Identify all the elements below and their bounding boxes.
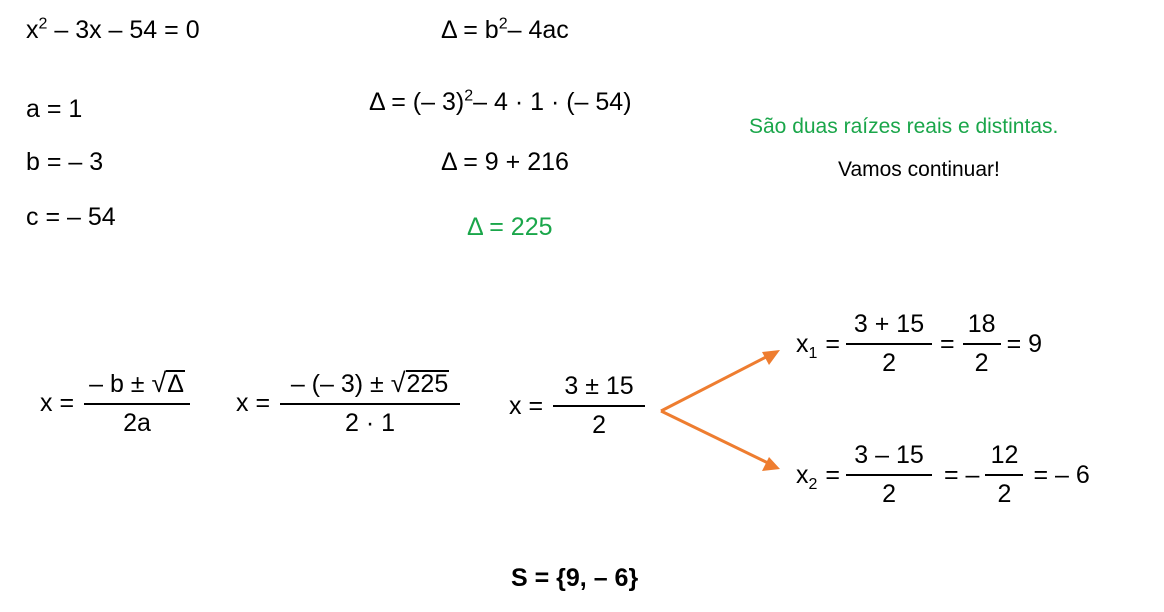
x1-fraction-1: 3 + 15 2 [846, 310, 933, 376]
eq-exponent: 2 [38, 15, 48, 33]
x2-den1: 2 [846, 474, 933, 507]
step1-fraction: – b ± √Δ 2a [84, 370, 191, 436]
step1-lhs: x = [40, 388, 75, 417]
solution-set: S = {9, – 6} [511, 564, 639, 592]
step2-fraction: – (– 3) ± √225 2 · 1 [280, 370, 461, 436]
x2-var-letter: x [796, 460, 809, 489]
note-continue: Vamos continuar! [838, 158, 1000, 181]
arrow-to-x2-head [762, 457, 780, 471]
sqrt-symbol: √225 [390, 368, 450, 398]
delta-sum: Δ = 9 + 216 [441, 148, 569, 176]
step2-numerator: – (– 3) ± √225 [287, 370, 453, 403]
x2-fraction-2: 12 2 [985, 441, 1024, 507]
delta-result: Δ = 225 [467, 213, 553, 241]
step2-lhs: x = [236, 388, 271, 417]
eq-rest: – 3x – 54 = 0 [47, 16, 200, 44]
note-real-roots: São duas raízes reais e distintas. [749, 115, 1059, 138]
quadratic-equation: x2 – 3x – 54 = 0 [26, 15, 200, 44]
arrow-to-x2 [660, 409, 769, 465]
x1-den1: 2 [846, 343, 933, 376]
step1-denominator: 2a [84, 403, 191, 436]
delta-formula: Δ = b2– 4ac [441, 15, 569, 44]
bhaskara-step-1: x = – b ± √Δ 2a [40, 370, 191, 436]
coef-c: c = – 54 [26, 203, 116, 231]
x2-subscript: 2 [808, 475, 818, 493]
x2-eq1: = [825, 460, 841, 489]
coef-a: a = 1 [26, 95, 83, 123]
delta-subst-start: Δ = (– 3) [369, 88, 465, 116]
x1-num2: 18 [967, 310, 996, 338]
step1-radicand: Δ [166, 370, 185, 398]
x2-fraction-1: 3 – 15 2 [846, 441, 933, 507]
coef-b: b = – 3 [26, 148, 104, 176]
step3-numerator: 3 ± 15 [564, 372, 634, 400]
x1-result: = 9 [1006, 329, 1043, 358]
step3-lhs: x = [509, 391, 544, 420]
x1-var: x1 [796, 329, 817, 361]
step3-fraction: 3 ± 15 2 [553, 372, 646, 438]
root-x1: x1 = 3 + 15 2 = 18 2 = 9 [796, 312, 1042, 376]
arrow-to-x1 [660, 354, 769, 413]
x1-var-letter: x [796, 329, 809, 358]
x1-subscript: 1 [808, 344, 818, 362]
step1-numerator: – b ± √Δ [85, 370, 189, 403]
x2-num1: 3 – 15 [854, 441, 924, 469]
step2-radicand: 225 [405, 370, 450, 398]
eq-base: x [26, 16, 39, 44]
bhaskara-step-2: x = – (– 3) ± √225 2 · 1 [236, 370, 461, 436]
x1-eq2: = [940, 329, 955, 358]
x1-num1: 3 + 15 [853, 310, 925, 338]
step3-denominator: 2 [553, 405, 646, 438]
delta-formula-start: Δ = b [441, 16, 499, 44]
delta-formula-end: – 4ac [507, 16, 569, 44]
x1-eq1: = [825, 329, 841, 358]
x2-den2: 2 [985, 474, 1024, 507]
sqrt-symbol: √Δ [151, 368, 185, 398]
arrow-to-x1-head [762, 350, 780, 365]
delta-formula-exp: 2 [498, 15, 508, 33]
x2-result: = – 6 [1033, 460, 1090, 489]
delta-subst-end: – 4 · 1 · (– 54) [473, 88, 632, 116]
x1-den2: 2 [962, 343, 1001, 376]
step2-denominator: 2 · 1 [280, 403, 461, 436]
delta-substitution: Δ = (– 3)2– 4 · 1 · (– 54) [369, 87, 632, 116]
root-x2: x2 = 3 – 15 2 = – 12 2 = – 6 [796, 443, 1090, 507]
x2-var: x2 [796, 460, 817, 492]
step2-num-text: – (– 3) ± [290, 370, 391, 398]
step1-num-text: – b ± [89, 370, 152, 398]
delta-subst-exp: 2 [464, 87, 474, 105]
bhaskara-step-3: x = 3 ± 15 2 [509, 372, 646, 438]
x2-num2: 12 [990, 441, 1019, 469]
x2-eq2: = – [944, 460, 980, 489]
x1-fraction-2: 18 2 [962, 310, 1001, 376]
